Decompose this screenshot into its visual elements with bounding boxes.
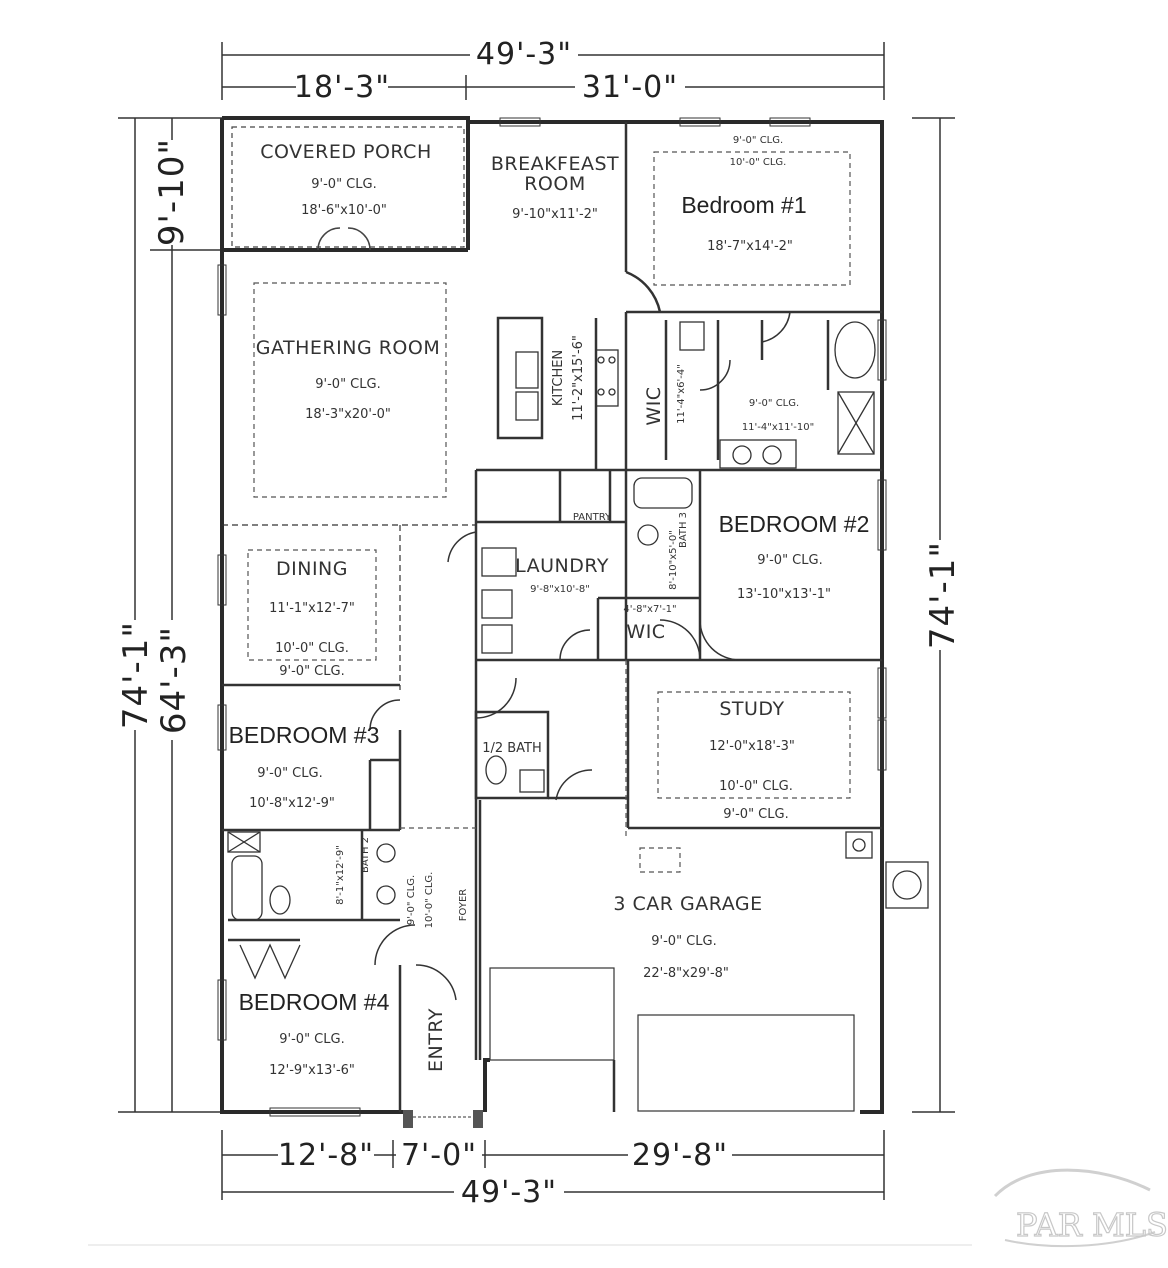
covered-porch-area	[231, 126, 465, 251]
master-bath-clg: 9'-0" CLG.	[749, 398, 799, 409]
dim-bottom-left: 12'-8"	[278, 1138, 374, 1173]
bed3-name: BEDROOM #3	[229, 722, 380, 748]
foyer-clg2: 10'-0" CLG.	[424, 872, 435, 929]
ceiling-outlines	[247, 151, 851, 873]
par-mls-watermark-logo: PAR MLS	[993, 1168, 1168, 1248]
porch-size: 18'-6"x10'-0"	[301, 203, 387, 218]
bathtub-icon	[633, 477, 693, 509]
gathering-name: GATHERING ROOM	[256, 337, 440, 359]
study-clg1: 10'-0" CLG.	[719, 779, 793, 794]
bath3-size: 8'-10"x5'-0"	[668, 530, 679, 590]
bed1-clg2: 10'-0" CLG.	[730, 157, 787, 168]
dim-left-main: 64'-3"	[154, 626, 194, 734]
fixtures	[227, 321, 929, 980]
bed2-size: 13'-10"x13'-1"	[737, 587, 831, 602]
study-clg2: 9'-0" CLG.	[723, 807, 788, 822]
dim-right-total: 74'-1"	[923, 541, 963, 649]
porch-name: COVERED PORCH	[260, 141, 432, 163]
study-size: 12'-0"x18'-3"	[709, 739, 795, 754]
gathering-clg: 9'-0" CLG.	[315, 377, 380, 392]
breakfast-size: 9'-10"x11'-2"	[512, 207, 598, 222]
tub-icon	[834, 321, 876, 379]
bed2-clg: 9'-0" CLG.	[757, 553, 822, 568]
shower-icon	[837, 391, 875, 455]
bed1-name: Bedroom #1	[681, 192, 806, 218]
bed4-clg: 9'-0" CLG.	[279, 1032, 344, 1047]
garage-clg: 9'-0" CLG.	[651, 934, 716, 949]
dim-top-total: 49'-3"	[476, 37, 572, 72]
dining-clg2: 9'-0" CLG.	[279, 664, 344, 679]
laundry-name: LAUNDRY	[515, 555, 609, 577]
wic2-name: WIC	[626, 621, 665, 643]
bath2-name: BATH 2	[360, 837, 371, 873]
windows	[217, 117, 887, 1117]
bed4-size: 12'-9"x13'-6"	[269, 1063, 355, 1078]
porch-clg: 9'-0" CLG.	[311, 177, 376, 192]
bed1-size: 18'-7"x14'-2"	[707, 239, 793, 254]
interior-walls	[222, 122, 882, 1112]
breakfast-name2: ROOM	[524, 173, 586, 195]
bed2-name: BEDROOM #2	[719, 511, 870, 537]
kitchen-size: 11'-2"x15'-6"	[571, 335, 586, 421]
master-bath-size: 11'-4"x11'-10"	[742, 422, 814, 433]
half-bath-name: 1/2 BATH	[482, 741, 542, 756]
dim-bottom-total: 49'-3"	[461, 1175, 557, 1210]
dining-size: 11'-1"x12'-7"	[269, 601, 355, 616]
gathering-size: 18'-3"x20'-0"	[305, 407, 391, 422]
foyer-clg1: 9'-0" CLG.	[406, 875, 417, 925]
dining-clg1: 10'-0" CLG.	[275, 641, 349, 656]
garage-name: 3 CAR GARAGE	[613, 893, 762, 915]
bed1-clg1: 9'-0" CLG.	[733, 135, 783, 146]
foyer-name: FOYER	[458, 889, 469, 922]
doors	[369, 311, 791, 1001]
dim-bottom-right: 29'-8"	[632, 1138, 728, 1173]
exterior-walls	[220, 116, 884, 1114]
entry-name: ENTRY	[425, 1008, 447, 1072]
bed4-name: BEDROOM #4	[239, 989, 390, 1015]
study-name: STUDY	[719, 698, 784, 720]
entry-door	[403, 1110, 483, 1128]
kitchen-name: KITCHEN	[551, 350, 566, 406]
dim-top-right: 31'-0"	[582, 70, 678, 105]
watermark-text: PAR MLS	[1016, 1206, 1168, 1244]
garage-size: 22'-8"x29'-8"	[643, 966, 729, 981]
laundry-size: 9'-8"x10'-8"	[530, 584, 590, 595]
dim-bottom-mid: 7'-0"	[401, 1138, 477, 1173]
dining-name: DINING	[276, 558, 348, 580]
room-labels: COVERED PORCH 9'-0" CLG. 18'-6"x10'-0" B…	[229, 135, 870, 1078]
bath2-size: 8'-1"x12'-9"	[335, 845, 346, 905]
bed3-size: 10'-8"x12'-9"	[249, 796, 335, 811]
dim-left-porch: 9'-10"	[152, 138, 192, 246]
bath3-name: BATH 3	[678, 512, 689, 548]
breakfast-name1: BREAKFEAST	[491, 153, 619, 175]
wic1-name: WIC	[643, 386, 665, 425]
wic2-size: 4'-8"x7'-1"	[623, 604, 676, 615]
bed3-clg: 9'-0" CLG.	[257, 766, 322, 781]
wic1-size: 11'-4"x6'-4"	[676, 364, 687, 424]
pantry-name: PANTRY	[573, 512, 612, 523]
dim-left-total: 74'-1"	[116, 621, 156, 729]
dim-top-left: 18'-3"	[294, 70, 390, 105]
